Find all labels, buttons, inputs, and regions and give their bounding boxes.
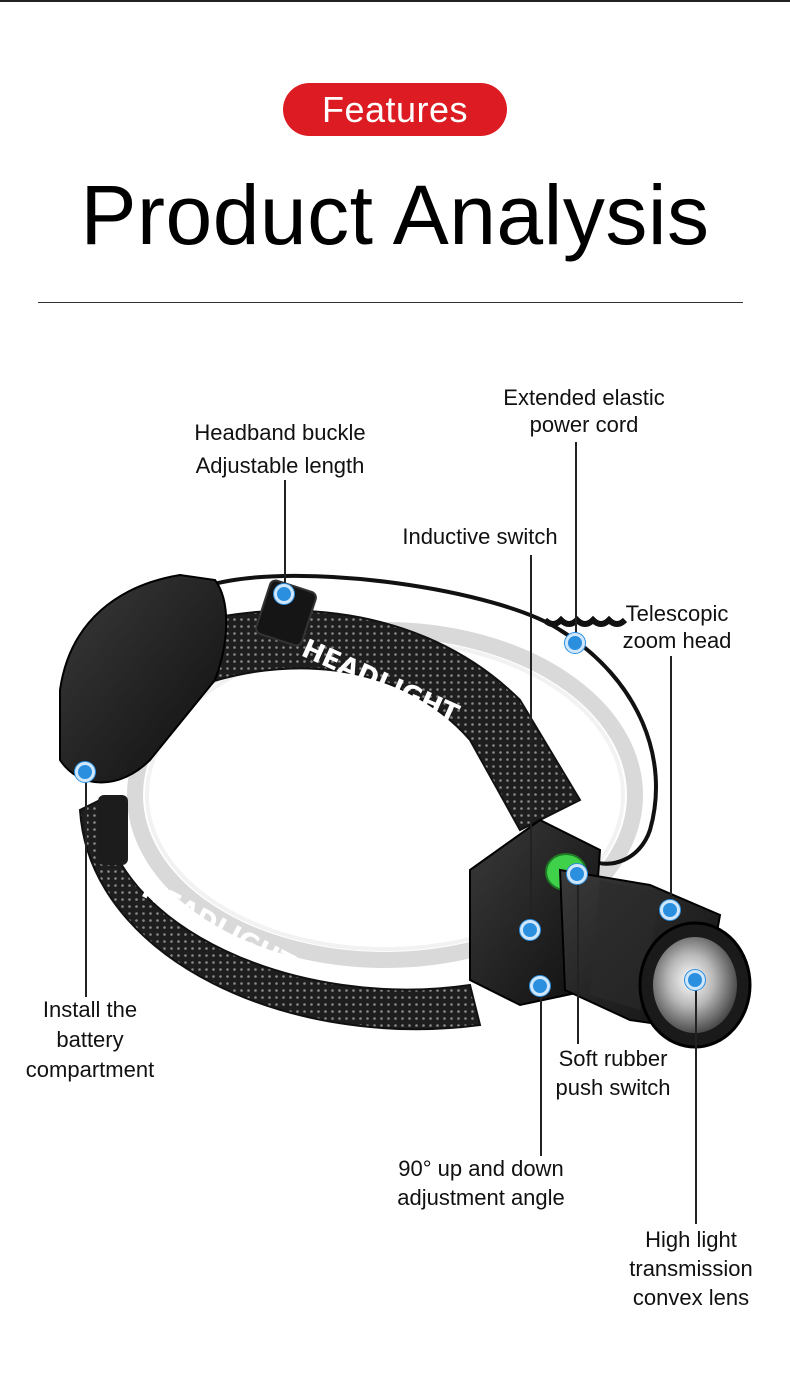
dot-angle <box>530 976 550 996</box>
dot-battery <box>75 762 95 782</box>
leader-angle <box>540 986 542 1156</box>
dot-zoom <box>660 900 680 920</box>
leader-inductive <box>530 555 532 930</box>
leader-lens <box>695 980 697 1224</box>
top-rule <box>0 0 790 2</box>
label-inductive-switch: Inductive switch <box>402 524 558 549</box>
headband-buckle <box>255 579 317 647</box>
power-cord <box>209 573 658 866</box>
leader-zoom <box>670 656 672 910</box>
leader-buckle <box>284 480 286 595</box>
dot-buckle <box>274 584 294 604</box>
battery-compartment <box>59 573 228 784</box>
dot-cord <box>565 633 585 653</box>
coiled-cord <box>542 615 628 627</box>
page-title: Product Analysis <box>80 168 710 262</box>
dot-rubber <box>567 864 587 884</box>
dot-inductive <box>520 920 540 940</box>
leader-rubber <box>577 874 579 1044</box>
leader-battery <box>85 772 87 997</box>
dot-lens <box>685 970 705 990</box>
lower-strap <box>78 798 482 1031</box>
features-badge: Features <box>283 83 507 136</box>
battery-clip <box>98 795 128 865</box>
leader-cord <box>575 442 577 642</box>
title-divider <box>38 302 743 303</box>
